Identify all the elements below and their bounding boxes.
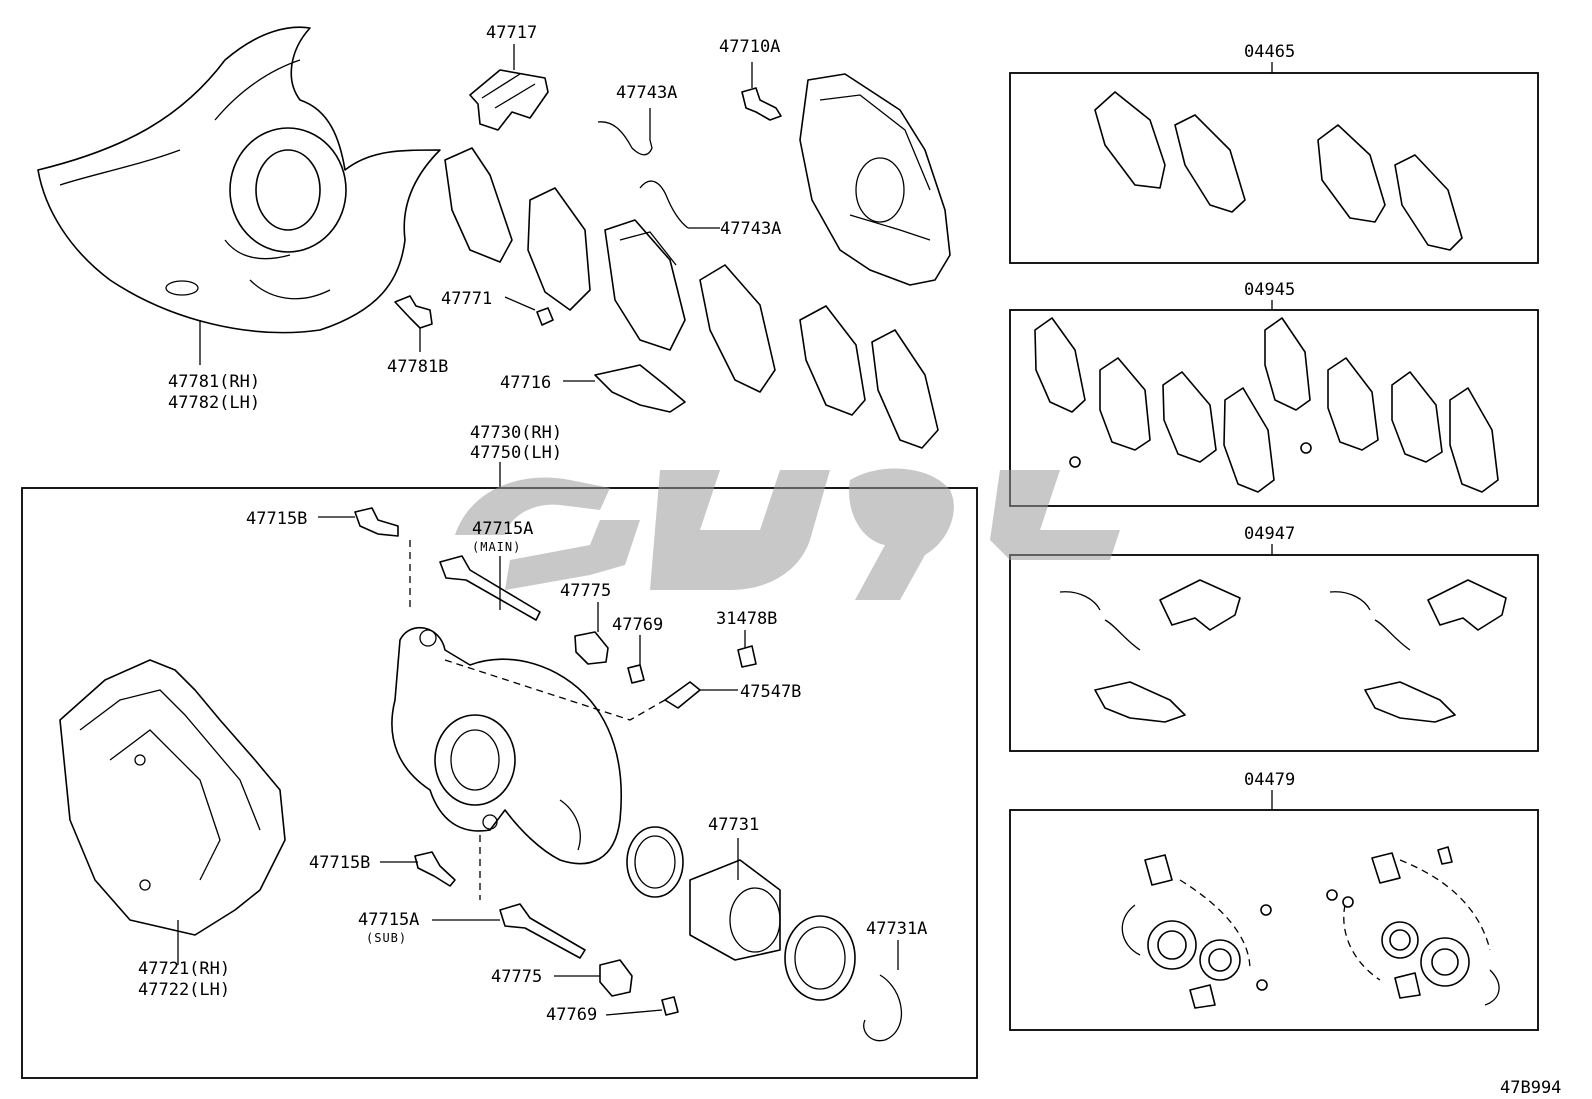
label-47769: 47769 bbox=[546, 1005, 597, 1025]
caliper-body bbox=[391, 626, 623, 865]
label-47731: 47731 bbox=[708, 815, 759, 835]
brake-pads bbox=[444, 147, 939, 449]
leader-lines bbox=[318, 516, 746, 1016]
label-47750-lh: 47750(LH) bbox=[470, 443, 562, 463]
label-47717: 47717 bbox=[486, 23, 537, 43]
small-parts-top bbox=[394, 295, 686, 413]
springs-47743A bbox=[597, 108, 720, 229]
clip-47717 bbox=[469, 44, 549, 131]
label-sub: (SUB) bbox=[366, 931, 407, 945]
label-47715B: 47715B bbox=[309, 853, 370, 873]
kit-boxes bbox=[1009, 62, 1539, 1031]
bolt-47710A bbox=[741, 62, 782, 121]
kit-04479-seals bbox=[1121, 846, 1500, 1009]
label-47771: 47771 bbox=[441, 289, 492, 309]
label-47775: 47775 bbox=[560, 581, 611, 601]
kit-04465-pads bbox=[1094, 91, 1463, 251]
label-47782-lh: 47782(LH) bbox=[168, 393, 260, 413]
part-labels: 47717 47710A 47743A 47743A 47771 47781B … bbox=[138, 23, 1561, 1098]
label-47769: 47769 bbox=[612, 615, 663, 635]
label-47715A-sub: 47715A bbox=[358, 910, 419, 930]
piston-seals bbox=[626, 826, 902, 1042]
label-47743A: 47743A bbox=[616, 83, 677, 103]
label-47730-rh: 47730(RH) bbox=[470, 423, 562, 443]
label-47547B: 47547B bbox=[740, 682, 801, 702]
label-47715A-main: 47715A bbox=[472, 519, 533, 539]
caliper-top bbox=[799, 73, 951, 286]
dust-shield bbox=[37, 26, 441, 365]
label-47731A: 47731A bbox=[866, 919, 927, 939]
label-47781B: 47781B bbox=[387, 357, 448, 377]
label-47781-rh: 47781(RH) bbox=[168, 372, 260, 392]
label-04947: 04947 bbox=[1244, 524, 1295, 544]
label-47775: 47775 bbox=[491, 967, 542, 987]
torque-plate bbox=[59, 659, 286, 965]
kit-04945-pads bbox=[1034, 317, 1499, 493]
label-47710A: 47710A bbox=[719, 37, 780, 57]
caliper-pins bbox=[354, 507, 757, 1016]
label-47743A: 47743A bbox=[720, 219, 781, 239]
diagram-ref: 47B994 bbox=[1500, 1078, 1561, 1098]
label-31478B: 31478B bbox=[716, 609, 777, 629]
label-04945: 04945 bbox=[1244, 280, 1295, 300]
label-47716: 47716 bbox=[500, 373, 551, 393]
kit-04947-clips bbox=[1059, 579, 1507, 723]
label-47715B: 47715B bbox=[246, 509, 307, 529]
label-04479: 04479 bbox=[1244, 770, 1295, 790]
label-47722-lh: 47722(LH) bbox=[138, 980, 230, 1000]
label-04465: 04465 bbox=[1244, 42, 1295, 62]
watermark-logo bbox=[455, 468, 1120, 600]
label-47721-rh: 47721(RH) bbox=[138, 959, 230, 979]
label-main: (MAIN) bbox=[472, 540, 521, 554]
